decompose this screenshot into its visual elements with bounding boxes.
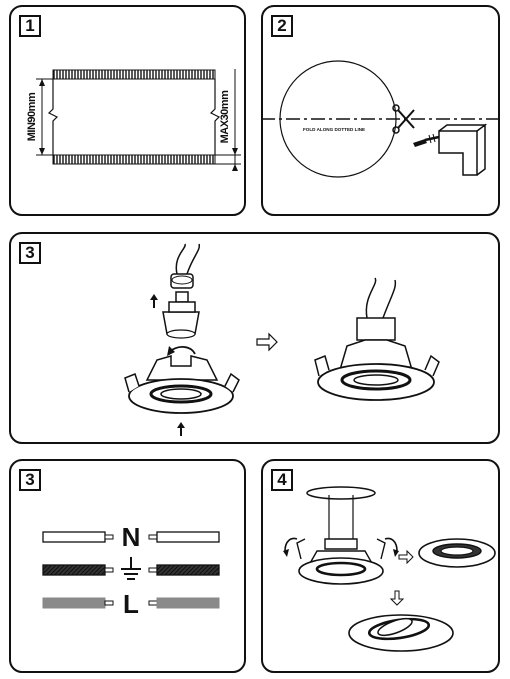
fold-instruction-text: FOLD ALONG DOTTED LINE: [303, 127, 365, 132]
screw-icon: [413, 133, 440, 147]
live-label: L: [123, 589, 139, 619]
min-depth-label: MIN90mm: [26, 92, 38, 141]
cutout-template-diagram: FOLD ALONG DOTTED LINE: [263, 60, 498, 178]
step-number: 2: [271, 15, 293, 37]
ceiling-board-bottom: [52, 154, 216, 165]
neutral-wire-right: [156, 531, 220, 543]
down-arrow-icon: [389, 590, 405, 606]
step-number: 1: [19, 15, 41, 37]
ceiling-hole: [306, 486, 376, 541]
trim-ring: [418, 538, 496, 568]
spring-clip-arrow-right: [384, 537, 398, 552]
bulb-insertion-diagram: [124, 243, 440, 436]
next-step-arrow-icon: [398, 549, 414, 565]
break-line-left: [47, 79, 59, 155]
downlight-in-ceiling: [296, 538, 386, 585]
installation-diagram: [283, 486, 496, 652]
lamp-assembled: [314, 277, 440, 401]
scissors-icon: [392, 104, 415, 134]
downlight-frame: [124, 355, 240, 414]
step-number: 3: [19, 242, 41, 264]
neutral-label: N: [122, 522, 141, 552]
gu10-bulb: [162, 291, 200, 339]
ceiling-dimension-diagram: MIN90mm MAX30mm: [26, 69, 241, 171]
up-arrow-icon: [177, 422, 185, 428]
step-3-panel: 3: [9, 232, 500, 444]
lamp-holder-exploded: [170, 243, 201, 289]
spring-clip-arrow-left: [284, 537, 298, 552]
wall-bracket: [438, 130, 478, 176]
break-line-right: [209, 79, 221, 155]
earth-wire-left: [42, 564, 106, 576]
up-arrow-icon: [150, 294, 158, 300]
step-number: 4: [271, 469, 293, 491]
step-4-panel: 4: [261, 459, 500, 673]
max-thickness-label: MAX30mm: [219, 90, 231, 143]
live-wire-left: [42, 597, 106, 609]
step-number: 3: [19, 469, 41, 491]
step-1-panel: 1 MIN90mm MAX30mm: [9, 5, 246, 216]
ceiling-board-top: [52, 69, 216, 80]
next-step-arrow-icon: [256, 332, 278, 352]
earth-symbol-icon: [121, 557, 141, 580]
earth-wire-right: [156, 564, 220, 576]
step-2-panel: 2 FOLD ALONG DOTTED LINE: [261, 5, 500, 216]
wiring-panel: 3 N L: [9, 459, 246, 673]
neutral-wire-left: [42, 531, 106, 543]
tilted-lamp: [348, 614, 454, 652]
live-wire-right: [156, 597, 220, 609]
wiring-diagram: N L: [42, 522, 220, 619]
